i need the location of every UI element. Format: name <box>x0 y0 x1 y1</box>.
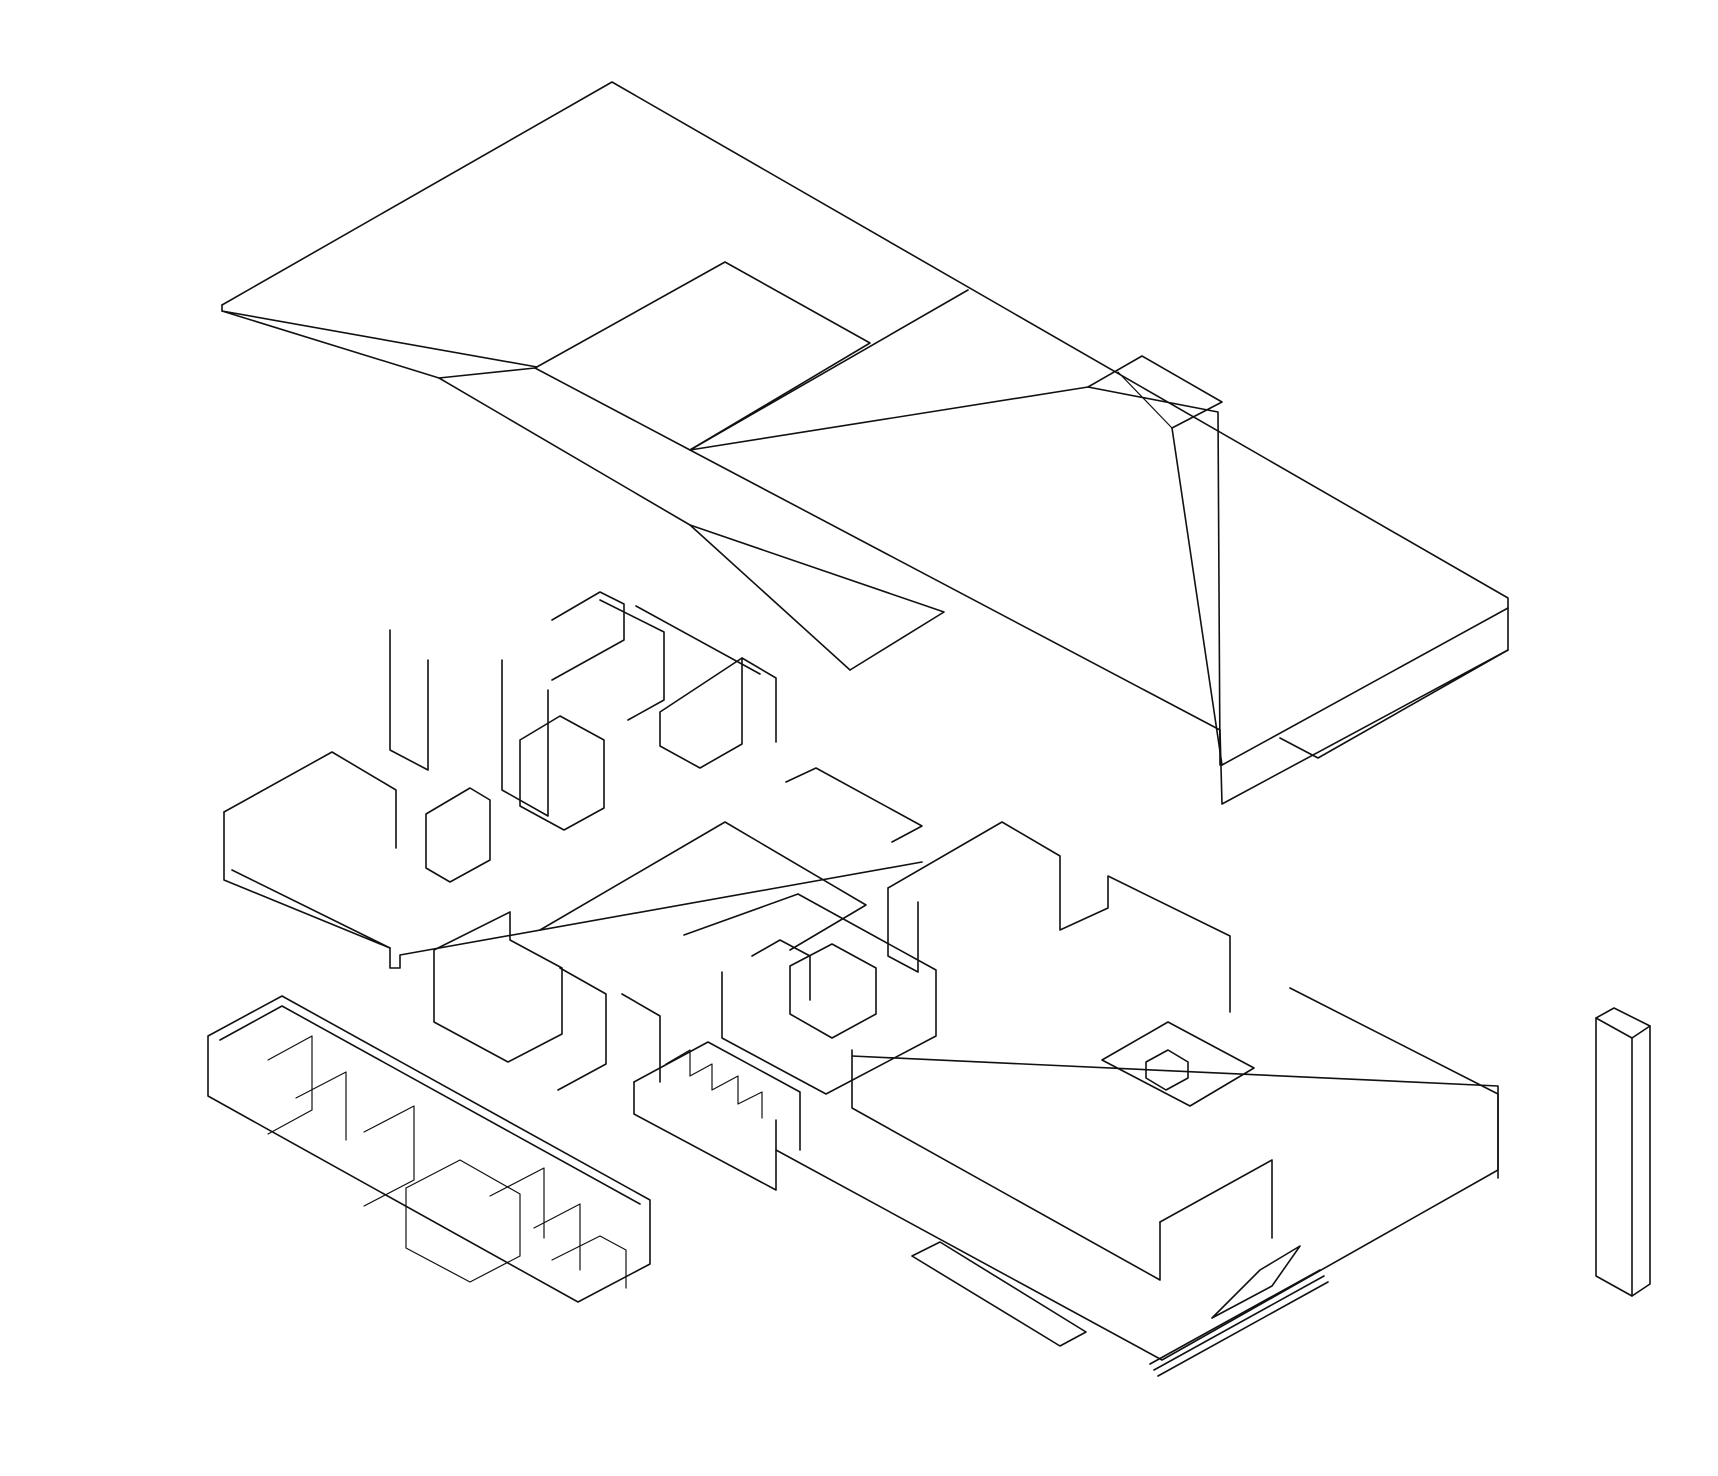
courtyard-stalls <box>665 1049 763 1119</box>
roof-front-edge <box>221 304 945 671</box>
roof-outline <box>221 81 1509 805</box>
north-wing-room-7 <box>659 657 743 769</box>
main-hall-stage <box>1101 1021 1255 1107</box>
column-shape <box>1595 1007 1651 1297</box>
north-wing-room-2 <box>425 787 491 883</box>
courtyard-partitions-2 <box>621 993 661 1083</box>
column-top-edge <box>1595 1017 1633 1039</box>
main-hall-front-wall <box>851 1049 1161 1281</box>
courtyard-inner-room-b <box>789 943 877 1039</box>
main-hall-floor <box>775 1055 1499 1361</box>
south-wing-rooms-6 <box>533 1203 581 1271</box>
south-wing-rooms-4 <box>405 1159 521 1283</box>
courtyard-floor <box>539 821 867 951</box>
roof-ridge-front <box>438 367 1221 731</box>
roof-right-skylight <box>1087 355 1223 429</box>
north-wing-room-8 <box>741 657 777 743</box>
south-wing-rooms-2 <box>295 1071 347 1141</box>
roof-overhang <box>1279 649 1509 759</box>
north-wing-slab-edge <box>231 869 391 949</box>
main-hall-steps-b <box>1153 1275 1325 1371</box>
roof-left-skylight <box>534 261 871 451</box>
north-wing-slab-front <box>223 811 923 969</box>
south-wing-rooms-5 <box>489 1167 545 1239</box>
roof-crease <box>689 386 1221 766</box>
roof-hip-down <box>689 524 851 671</box>
roof <box>221 81 1509 805</box>
south-wing <box>207 995 651 1303</box>
north-wing-opening <box>785 767 923 843</box>
main-hall-steps-c <box>1157 1281 1329 1377</box>
roof-eave-right <box>1221 607 1509 766</box>
courtyard-lower-room-front <box>633 1081 777 1191</box>
main-hall-ramp <box>911 1241 1087 1347</box>
north-wing <box>223 591 923 969</box>
main-hall-back-wall <box>887 821 1231 1013</box>
main-hall-right-wall <box>1289 987 1499 1179</box>
main-hall-entry <box>1211 1245 1301 1319</box>
roof-hip-right <box>1171 427 1223 766</box>
main-hall-partition <box>1159 1159 1273 1239</box>
courtyard-inner-room-a <box>751 939 811 1001</box>
north-wing-slab <box>223 751 397 849</box>
main-hall-left-wall <box>887 887 919 973</box>
courtyard-left-room <box>433 911 563 1063</box>
north-wing-room-3 <box>501 659 549 817</box>
north-wing-room-9 <box>635 605 761 675</box>
courtyard-lower-room <box>633 1041 801 1151</box>
south-wing-rooms-7 <box>551 1235 627 1289</box>
north-wing-room-1 <box>389 629 429 771</box>
column-top-edge-2 <box>1631 1025 1651 1039</box>
south-wing-rooms <box>267 1035 313 1135</box>
main-hall-altar <box>1145 1049 1189 1091</box>
roof-skylight-inner <box>1117 371 1173 429</box>
north-wing-room-4 <box>519 715 605 831</box>
central-courtyard <box>433 821 937 1191</box>
courtyard-partitions <box>557 967 607 1091</box>
south-wing-inner <box>219 1005 641 1205</box>
roof-hip-left <box>689 289 969 451</box>
column <box>1595 1007 1651 1297</box>
main-hall-steps-a <box>1149 1269 1321 1365</box>
south-wing-rooms-3 <box>363 1105 415 1207</box>
roof-underside-line <box>221 310 538 368</box>
main-hall <box>775 821 1499 1377</box>
south-wing-outline <box>207 995 651 1303</box>
north-wing-room-5 <box>551 591 625 681</box>
north-wing-room-6 <box>599 599 665 721</box>
courtyard-inner-box <box>683 893 937 1095</box>
